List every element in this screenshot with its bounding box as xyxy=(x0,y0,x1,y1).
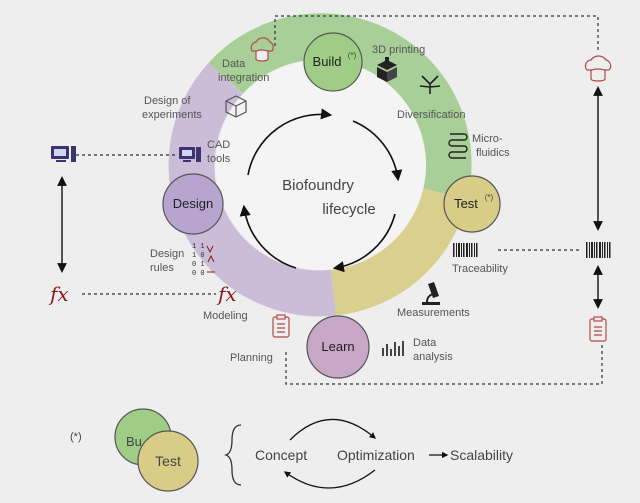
label-data-analysis-1: Data xyxy=(413,337,437,349)
learn-node-label: Learn xyxy=(321,339,354,354)
build-node-mark: (*) xyxy=(348,51,357,60)
cycle-arrow-top xyxy=(352,120,403,182)
computer-icon xyxy=(179,147,201,162)
label-design-rules-2: rules xyxy=(150,262,174,274)
test-node-mark: (*) xyxy=(485,193,494,202)
legend: (*) Bu Test Concept Optimization Scalabi… xyxy=(70,408,513,492)
design-node[interactable]: Design xyxy=(162,173,224,235)
fx-label-ring: fx xyxy=(216,282,237,306)
cloud-database-icon xyxy=(250,37,274,62)
label-measurements: Measurements xyxy=(397,307,470,319)
top-dashed-link xyxy=(274,15,599,50)
test-node-label: Test xyxy=(454,196,478,211)
legend-loop-top xyxy=(289,418,376,441)
right-barcode-icon xyxy=(586,242,611,258)
logic-glyph-1: 1 1 xyxy=(192,243,205,251)
vertical-arrows xyxy=(57,86,603,309)
logic-glyph-4: 0 0 xyxy=(192,270,205,278)
label-design-of-experiments-2: experiments xyxy=(142,109,202,121)
label-modeling: Modeling xyxy=(203,310,248,322)
label-diversification: Diversification xyxy=(397,109,465,121)
barcode-icon xyxy=(453,243,478,257)
ring-labels: Data integration Design of experiments C… xyxy=(142,44,510,364)
label-traceability: Traceability xyxy=(452,263,508,275)
fx-label-left: fx xyxy=(48,282,69,306)
label-data-integration-1: Data xyxy=(222,58,246,70)
learn-node[interactable]: Learn xyxy=(306,315,370,379)
bar-chart-icon xyxy=(382,341,404,356)
cycle-arrow-left xyxy=(239,204,297,269)
label-cad-tools-2: tools xyxy=(207,153,231,165)
design-rules-glyphs: 1 1 1 0 0 1 0 0 xyxy=(192,243,215,278)
left-computer-icon xyxy=(51,146,76,162)
right-clipboard-icon xyxy=(589,316,607,342)
microscope-icon xyxy=(422,282,440,305)
build-node-label: Build xyxy=(313,54,342,69)
lifecycle-ring xyxy=(168,13,472,317)
label-microfluidics-1: Micro- xyxy=(472,133,503,145)
legend-loop-bottom xyxy=(283,469,376,489)
test-node[interactable]: Test (*) xyxy=(443,175,501,233)
printer-3d-icon xyxy=(377,57,397,82)
bottom-dashed-link xyxy=(285,345,603,385)
legend-mark: (*) xyxy=(70,431,82,443)
cube-icon xyxy=(225,95,247,118)
right-cloud-database-icon xyxy=(584,55,612,82)
build-node[interactable]: Build (*) xyxy=(303,32,363,92)
legend-test-label: Test xyxy=(155,453,181,469)
label-design-of-experiments-1: Design of xyxy=(144,95,191,107)
label-data-integration-2: integration xyxy=(218,72,269,84)
logic-glyph-2: 1 0 xyxy=(192,252,205,260)
cycle-arrows xyxy=(239,108,403,273)
legend-test-node xyxy=(137,430,199,492)
cycle-arrow-right xyxy=(332,213,396,273)
label-planning: Planning xyxy=(230,352,273,364)
legend-build-label: Bu xyxy=(126,434,142,449)
label-cad-tools-1: CAD xyxy=(207,139,230,151)
label-data-analysis-2: analysis xyxy=(413,351,453,363)
label-design-rules-1: Design xyxy=(150,248,184,260)
center-title-line2: lifecycle xyxy=(322,201,375,218)
legend-bracket xyxy=(223,424,242,486)
label-microfluidics-2: fluidics xyxy=(476,147,510,159)
microfluidics-icon xyxy=(448,133,468,159)
build-segment xyxy=(208,13,472,200)
legend-scalability: Scalability xyxy=(450,447,513,463)
legend-optimization: Optimization xyxy=(337,447,415,463)
cycle-arrow-topleft xyxy=(247,108,333,176)
diversification-icon xyxy=(419,75,441,94)
clipboard-icon xyxy=(272,314,290,338)
dashed-connectors xyxy=(76,15,603,385)
label-3d-printing: 3D printing xyxy=(372,44,425,56)
design-node-label: Design xyxy=(173,196,213,211)
center-title-line1: Biofoundry xyxy=(282,177,354,194)
test-segment xyxy=(330,188,468,316)
legend-concept: Concept xyxy=(255,447,307,463)
logic-glyph-3: 0 1 xyxy=(192,261,205,269)
